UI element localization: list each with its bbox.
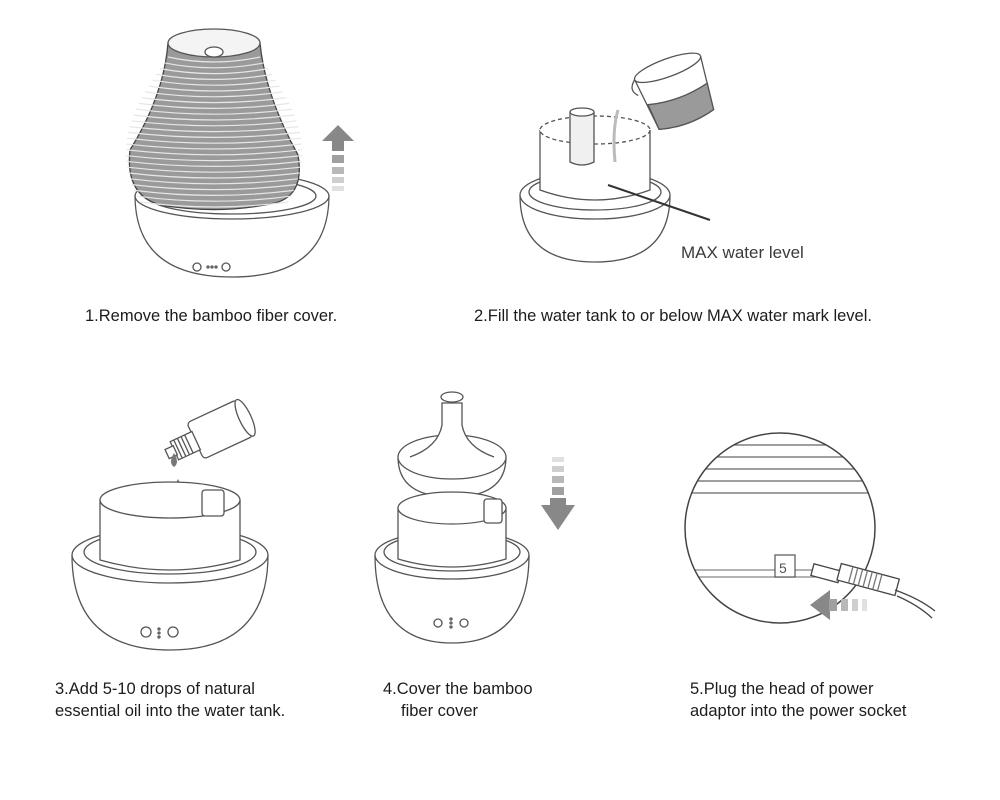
step3-caption: 3.Add 5-10 drops of natural essential oi… [55, 678, 285, 722]
step4-illustration [374, 391, 575, 644]
cover-rib [126, 160, 302, 167]
power-button [433, 618, 443, 628]
cover-rib [148, 85, 280, 92]
cover-rib [128, 131, 300, 138]
zoom-circle [684, 432, 876, 624]
cover-rib [133, 114, 295, 121]
power-plug-icon [810, 562, 936, 619]
cover-rib [135, 108, 293, 115]
cover-rib [138, 102, 290, 109]
up-arrow-icon [322, 125, 354, 191]
step3-illustration [71, 398, 269, 651]
cover-rib [134, 189, 294, 196]
cover-rib [155, 73, 273, 80]
mist-hole [204, 46, 224, 58]
cover-rib [163, 62, 265, 69]
power-button [140, 626, 152, 638]
cover-rib [139, 201, 289, 208]
mist-button [221, 262, 231, 272]
cover-rib [129, 126, 299, 133]
step1-illustration [125, 28, 354, 278]
cover-rib [127, 166, 301, 173]
svg-text:5: 5 [779, 560, 787, 576]
step2-caption: 2.Fill the water tank to or below MAX wa… [474, 307, 872, 325]
step4-caption: 4.Cover the bamboo fiber cover [383, 678, 533, 722]
step4-caption-line2: fiber cover [401, 702, 479, 720]
bamboo-cover [397, 391, 507, 498]
cover-rib [126, 155, 302, 162]
step5-illustration: 5 [684, 432, 936, 624]
step1-caption: 1.Remove the bamboo fiber cover. [85, 307, 338, 325]
left-arrow-icon [810, 590, 867, 620]
cover-rib [125, 149, 303, 156]
base-bowl [374, 554, 530, 644]
step2-illustration [519, 52, 715, 263]
cover-rib [136, 195, 292, 202]
cover-rib [167, 56, 261, 63]
step5-caption: 5.Plug the head of power adaptor into th… [690, 678, 906, 722]
water-tank [539, 130, 651, 201]
mist-button [167, 626, 179, 638]
cover-rib [130, 178, 298, 185]
max-water-level-label: MAX water level [681, 243, 804, 262]
water-tank [397, 508, 507, 568]
cover-rib [128, 172, 300, 179]
oil-bottle-icon [164, 398, 256, 461]
step5-caption-line1: 5.Plug the head of power [690, 680, 874, 698]
cover-rib [131, 120, 297, 127]
cover-rib [159, 68, 269, 75]
mist-button [459, 618, 469, 628]
measuring-cup [631, 52, 715, 131]
step3-caption-line2: essential oil into the water tank. [55, 702, 286, 720]
cover-rib [126, 143, 302, 150]
oil-drop-icon [171, 453, 177, 467]
step3-caption-line1: 3.Add 5-10 drops of natural [55, 680, 255, 698]
max-level-pointer [607, 184, 711, 221]
cover-rib [141, 97, 287, 104]
down-arrow-icon [541, 457, 575, 530]
cover-rib [127, 137, 301, 144]
step4-caption-line1: 4.Cover the bamboo [383, 680, 533, 698]
cover-rib [145, 91, 283, 98]
step5-caption-line2: adaptor into the power socket [690, 702, 907, 720]
cover-rib [131, 184, 297, 191]
power-button [192, 262, 202, 272]
cover-rib [152, 79, 276, 86]
bamboo-cover [125, 28, 303, 211]
water-tank [99, 500, 241, 571]
